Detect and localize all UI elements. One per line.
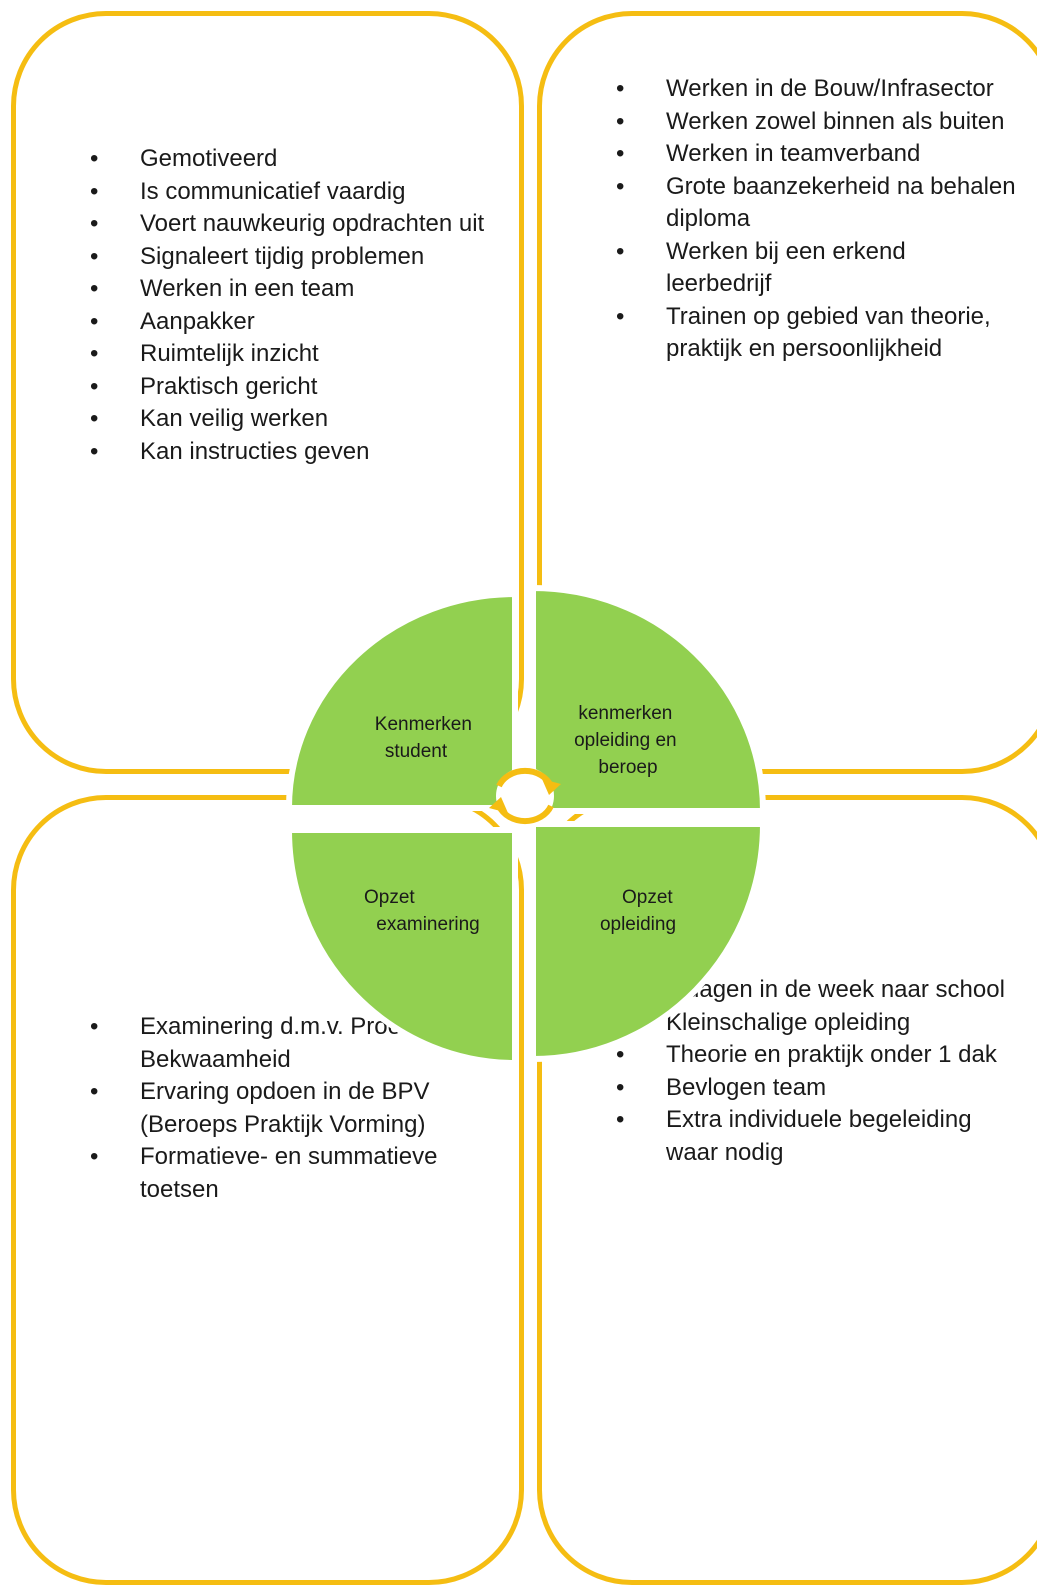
quadrant-label-student: Kenmerken student <box>375 714 477 762</box>
list-item: Kan instructies geven <box>90 436 510 469</box>
quadrant-bottom-right <box>530 821 767 1063</box>
examination-setup-list: Examinering d.m.v. Proeve van Bekwaamhei… <box>90 1011 510 1206</box>
cycle-arrows-icon <box>489 767 561 825</box>
list-item: Aanpakker <box>90 306 510 339</box>
programme-profession-list: Werken in de Bouw/Infrasector Werken zow… <box>616 73 1016 366</box>
list-item: Signaleert tijdig problemen <box>90 241 510 274</box>
list-item: Kan veilig werken <box>90 403 510 436</box>
list-item: Trainen op gebied van theorie, praktijk … <box>616 301 1016 366</box>
list-item: Voert nauwkeurig opdrachten uit <box>90 208 510 241</box>
list-item: Grote baanzekerheid na behalen diploma <box>616 171 1016 236</box>
quadrant-top-right <box>530 584 767 814</box>
list-item: Werken in de Bouw/Infrasector <box>616 73 1016 106</box>
list-item: Werken in een team <box>90 273 510 306</box>
list-item: Werken in teamverband <box>616 138 1016 171</box>
quadrant-label-programme-setup: Opzet opleiding <box>600 887 678 935</box>
list-item: Bevlogen team <box>616 1072 1016 1105</box>
programme-setup-list: 5 dagen in de week naar school Kleinscha… <box>616 974 1016 1169</box>
list-item: Formatieve- en summatieve toetsen <box>90 1141 510 1206</box>
list-item: Is communicatief vaardig <box>90 176 510 209</box>
quadrant-label-examination-setup: Opzet examinering <box>364 887 480 935</box>
quadrant-label-programme-profession: kenmerken opleiding en beroep <box>574 703 682 778</box>
list-item: Ruimtelijk inzicht <box>90 338 510 371</box>
quadrant-top-left <box>285 590 518 811</box>
student-characteristics-list: Gemotiveerd Is communicatief vaardig Voe… <box>90 143 510 468</box>
list-item: Gemotiveerd <box>90 143 510 176</box>
list-item: Werken zowel binnen als buiten <box>616 106 1016 139</box>
quadrant-bottom-left <box>285 827 518 1067</box>
list-item: Werken bij een erkend leerbedrijf <box>616 236 1016 301</box>
list-item: Theorie en praktijk onder 1 dak <box>616 1039 1016 1072</box>
list-item: Ervaring opdoen in de BPV (Beroeps Prakt… <box>90 1076 510 1141</box>
list-item: Praktisch gericht <box>90 371 510 404</box>
list-item: Extra individuele begeleiding waar nodig <box>616 1104 1016 1169</box>
